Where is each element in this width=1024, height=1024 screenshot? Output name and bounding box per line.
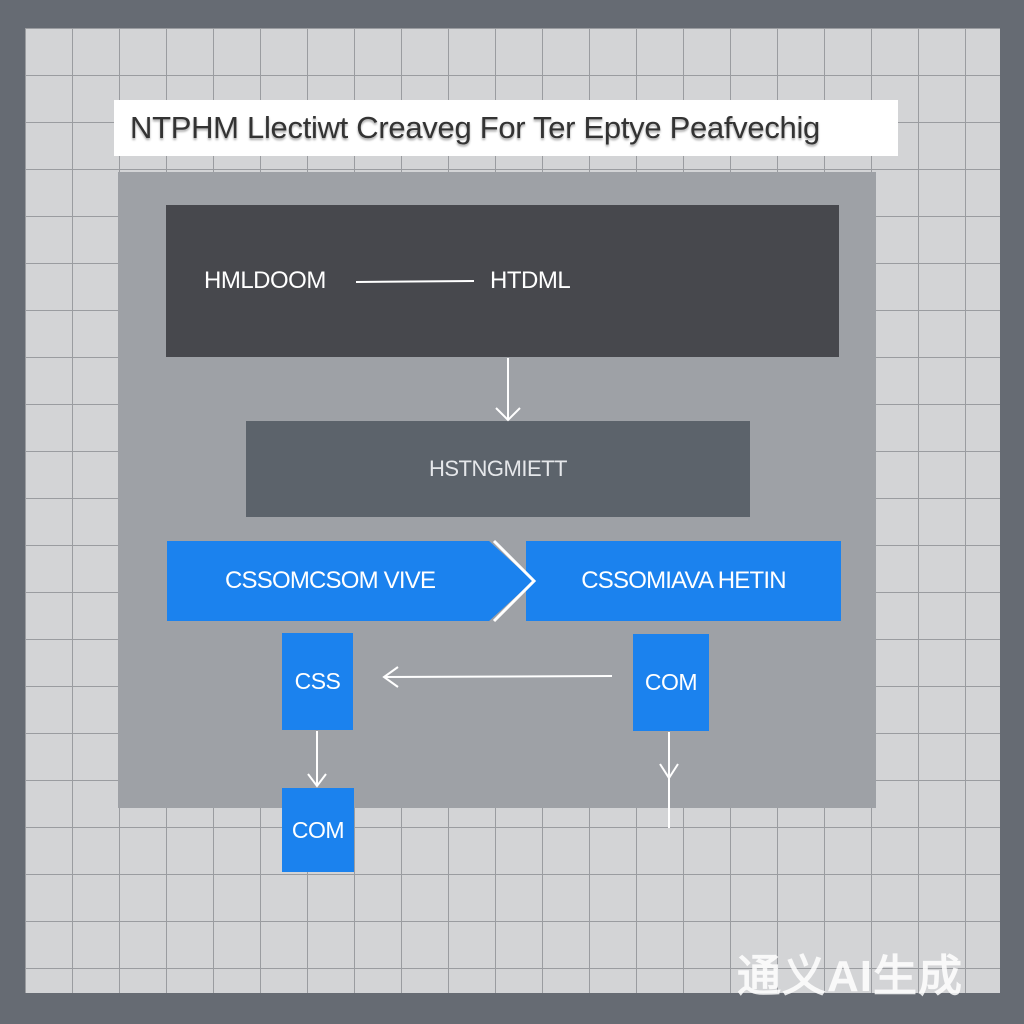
title-banner: NTPHM Llectiwt Creaveg For Ter Eptye Pea… (114, 100, 898, 156)
css-box: CSS (282, 633, 353, 730)
middle-box: HSTNGMIETT (246, 421, 750, 517)
blue-left-label: CSSOMCSOM VIVE (225, 567, 436, 594)
blue-right-box: CSSOMIAVA HETIN (526, 541, 841, 621)
top-dark-box: HMLDOOM HTDML (166, 205, 839, 357)
top-left-label: HMLDOOM (204, 267, 326, 294)
com-right-box: COM (633, 634, 709, 731)
com-right-box-label: COM (644, 669, 698, 695)
blue-right-label: CSSOMIAVA HETIN (581, 567, 786, 594)
com-bottom-box: COM (282, 788, 354, 872)
top-right-label: HTDML (490, 267, 571, 294)
blue-left-chevron-box: CSSOMCSOM VIVE (167, 541, 533, 621)
diagram-title: NTPHM Llectiwt Creaveg For Ter Eptye Pea… (130, 110, 820, 145)
css-box-label: CSS (294, 668, 341, 694)
middle-box-label: HSTNGMIETT (429, 456, 568, 481)
com-bottom-box-label: COM (291, 816, 345, 843)
watermark-text: 通义AI生成 (737, 952, 963, 1001)
